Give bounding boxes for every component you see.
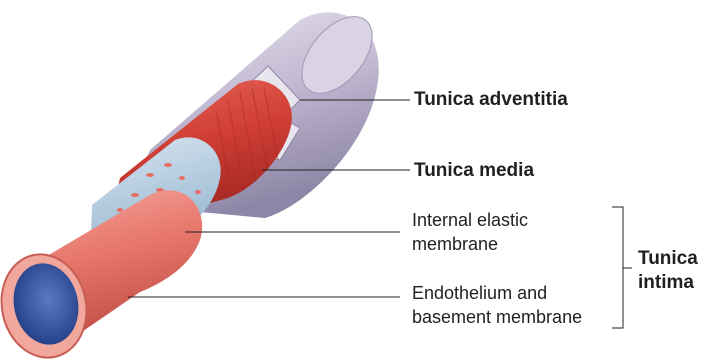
label-endothelium: Endothelium and basement membrane (412, 281, 582, 329)
label-internal-elastic-membrane: Internal elastic membrane (412, 208, 528, 256)
label-tunica-intima: Tunica intima (638, 247, 698, 295)
label-internal-elastic-line1: Internal elastic (412, 208, 528, 232)
label-endothelium-line1: Endothelium and (412, 281, 582, 305)
label-endothelium-line2: basement membrane (412, 305, 582, 329)
intima-bracket (612, 207, 623, 328)
label-tunica-intima-line2: intima (638, 271, 698, 295)
label-tunica-media: Tunica media (414, 160, 534, 182)
label-tunica-adventitia: Tunica adventitia (414, 89, 568, 111)
label-tunica-intima-line1: Tunica (638, 247, 698, 271)
label-internal-elastic-line2: membrane (412, 232, 528, 256)
